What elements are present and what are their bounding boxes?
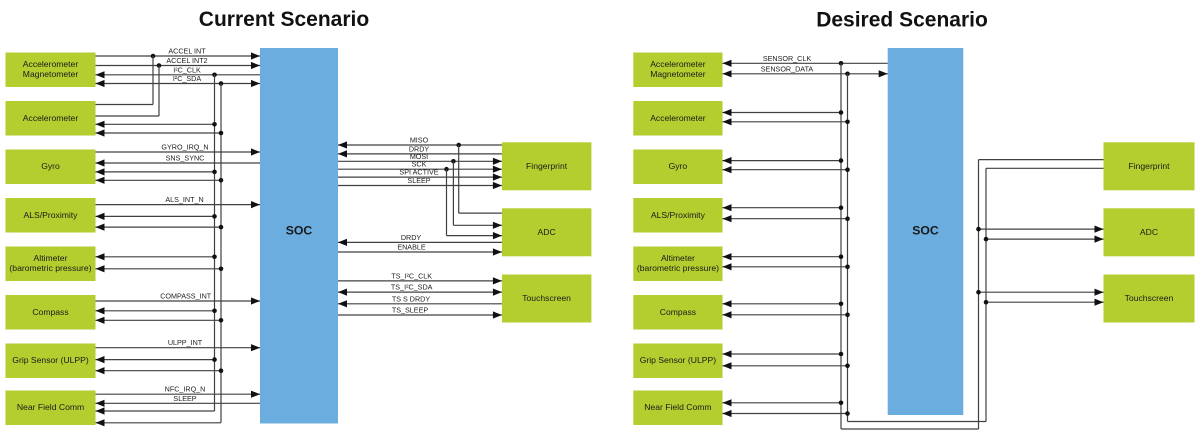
svg-text:MISO: MISO: [410, 136, 429, 145]
svg-text:Altimeter: Altimeter: [661, 253, 695, 263]
svg-text:ALS/Proximity: ALS/Proximity: [651, 210, 706, 220]
svg-text:Accelerometer: Accelerometer: [650, 113, 706, 123]
svg-text:ADC: ADC: [1140, 227, 1158, 237]
svg-text:Gyro: Gyro: [669, 161, 688, 171]
svg-text:ENABLE: ENABLE: [397, 243, 426, 252]
svg-text:SCK: SCK: [412, 160, 427, 169]
svg-text:Altimeter: Altimeter: [34, 253, 68, 263]
svg-text:DRDY: DRDY: [401, 233, 422, 242]
svg-text:Grip Sensor (ULPP): Grip Sensor (ULPP): [640, 355, 717, 365]
svg-text:Current Scenario: Current Scenario: [199, 8, 369, 31]
svg-text:Compass: Compass: [32, 307, 68, 317]
svg-text:SENSOR_DATA: SENSOR_DATA: [761, 64, 814, 73]
svg-text:ULPP_INT: ULPP_INT: [168, 338, 203, 347]
svg-text:ALS/Proximity: ALS/Proximity: [24, 210, 79, 220]
svg-text:COMPASS_INT: COMPASS_INT: [160, 292, 212, 301]
svg-text:TS S DRDY: TS S DRDY: [392, 294, 431, 303]
svg-text:SLEEP: SLEEP: [173, 394, 196, 403]
svg-text:Touchscreen: Touchscreen: [1125, 293, 1174, 303]
svg-text:Compass: Compass: [660, 307, 696, 317]
svg-text:I²C_SDA: I²C_SDA: [173, 74, 202, 83]
svg-text:ACCEL INT: ACCEL INT: [168, 47, 206, 56]
svg-text:Magnetometer: Magnetometer: [650, 69, 706, 79]
svg-text:Near Field Comm: Near Field Comm: [644, 402, 711, 412]
svg-text:Accelerometer: Accelerometer: [23, 113, 79, 123]
svg-text:I²C_CLK: I²C_CLK: [173, 65, 201, 74]
svg-text:ACCEL INT2: ACCEL INT2: [166, 56, 207, 65]
svg-text:Touchscreen: Touchscreen: [522, 293, 571, 303]
svg-text:Near Field Comm: Near Field Comm: [17, 402, 84, 412]
svg-text:Accelerometer: Accelerometer: [23, 59, 79, 69]
svg-text:TS_I²C_CLK: TS_I²C_CLK: [391, 271, 432, 280]
svg-text:SOC: SOC: [286, 224, 313, 238]
svg-text:TS_I²C_SDA: TS_I²C_SDA: [391, 283, 433, 292]
svg-text:ADC: ADC: [538, 227, 556, 237]
svg-text:SNS_SYNC: SNS_SYNC: [166, 154, 205, 163]
svg-text:Fingerprint: Fingerprint: [526, 161, 568, 171]
svg-text:SLEEP: SLEEP: [407, 176, 430, 185]
svg-text:Accelerometer: Accelerometer: [650, 59, 706, 69]
svg-text:Fingerprint: Fingerprint: [1128, 161, 1170, 171]
svg-text:MOSI: MOSI: [410, 152, 428, 161]
svg-text:SOC: SOC: [912, 224, 939, 238]
svg-text:TS_SLEEP: TS_SLEEP: [392, 306, 429, 315]
svg-text:SENSOR_CLK: SENSOR_CLK: [763, 54, 812, 63]
svg-text:(barometric pressure): (barometric pressure): [9, 263, 91, 273]
svg-text:Gyro: Gyro: [41, 161, 60, 171]
svg-text:Desired Scenario: Desired Scenario: [816, 9, 988, 32]
svg-text:DRDY: DRDY: [409, 144, 430, 153]
svg-text:(barometric pressure): (barometric pressure): [637, 263, 719, 273]
svg-text:ALS_INT_N: ALS_INT_N: [165, 195, 203, 204]
svg-text:Magnetometer: Magnetometer: [23, 69, 79, 79]
svg-text:Grip Sensor (ULPP): Grip Sensor (ULPP): [12, 355, 89, 365]
svg-text:GYRO_IRQ_N: GYRO_IRQ_N: [161, 143, 208, 152]
svg-text:SPI ACTIVE: SPI ACTIVE: [399, 168, 438, 177]
svg-text:NFC_IRQ_N: NFC_IRQ_N: [165, 385, 206, 394]
